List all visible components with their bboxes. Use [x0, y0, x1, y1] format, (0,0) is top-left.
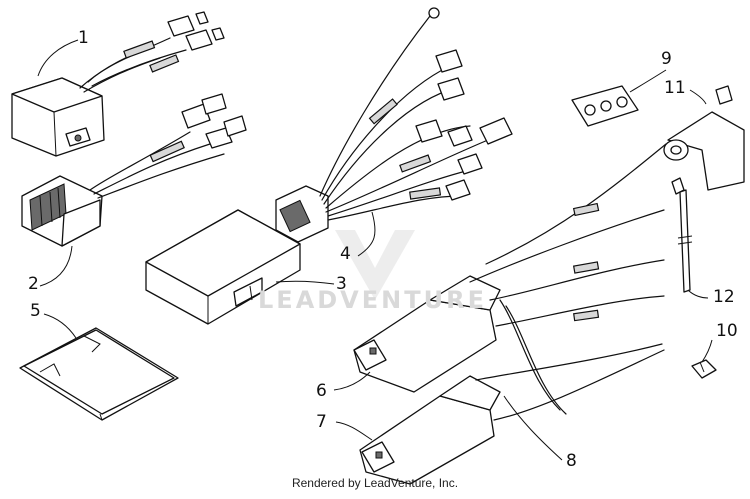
- part-9-wire-separator[interactable]: [571, 85, 639, 127]
- part-6-ignition-coil[interactable]: [353, 143, 667, 393]
- part-8-spark-plug-wire[interactable]: [499, 299, 567, 415]
- callout-10[interactable]: 10: [716, 321, 738, 341]
- part-12-cable-tie[interactable]: [671, 177, 693, 293]
- part-2-voltage-regulator[interactable]: [21, 93, 247, 247]
- callout-5[interactable]: 5: [30, 301, 41, 321]
- callout-11[interactable]: 11: [664, 78, 686, 98]
- callout-3[interactable]: 3: [336, 274, 347, 294]
- callout-9[interactable]: 9: [661, 49, 672, 69]
- callout-7[interactable]: 7: [316, 412, 327, 432]
- credit-text: Rendered by LeadVenture, Inc.: [291, 476, 459, 490]
- callout-2[interactable]: 2: [28, 274, 39, 294]
- part-3-cdi-box[interactable]: [145, 209, 301, 325]
- callout-6[interactable]: 6: [316, 381, 327, 401]
- callout-12[interactable]: 12: [713, 287, 735, 307]
- part-7-ignition-coil[interactable]: [359, 343, 665, 485]
- callout-4[interactable]: 4: [340, 244, 351, 264]
- part-5-decal-sheet[interactable]: [19, 327, 179, 421]
- part-10-clip[interactable]: [691, 359, 717, 379]
- part-1-relay-module[interactable]: [11, 11, 225, 157]
- leader-lines: [37, 39, 713, 461]
- part-4-main-harness[interactable]: [275, 7, 513, 243]
- callout-8[interactable]: 8: [566, 451, 577, 471]
- callout-1[interactable]: 1: [78, 28, 89, 48]
- watermark-logo: [335, 230, 415, 300]
- part-11-spark-plug-cap[interactable]: [663, 85, 745, 191]
- watermark-text: LEADVENTURE: [258, 286, 487, 314]
